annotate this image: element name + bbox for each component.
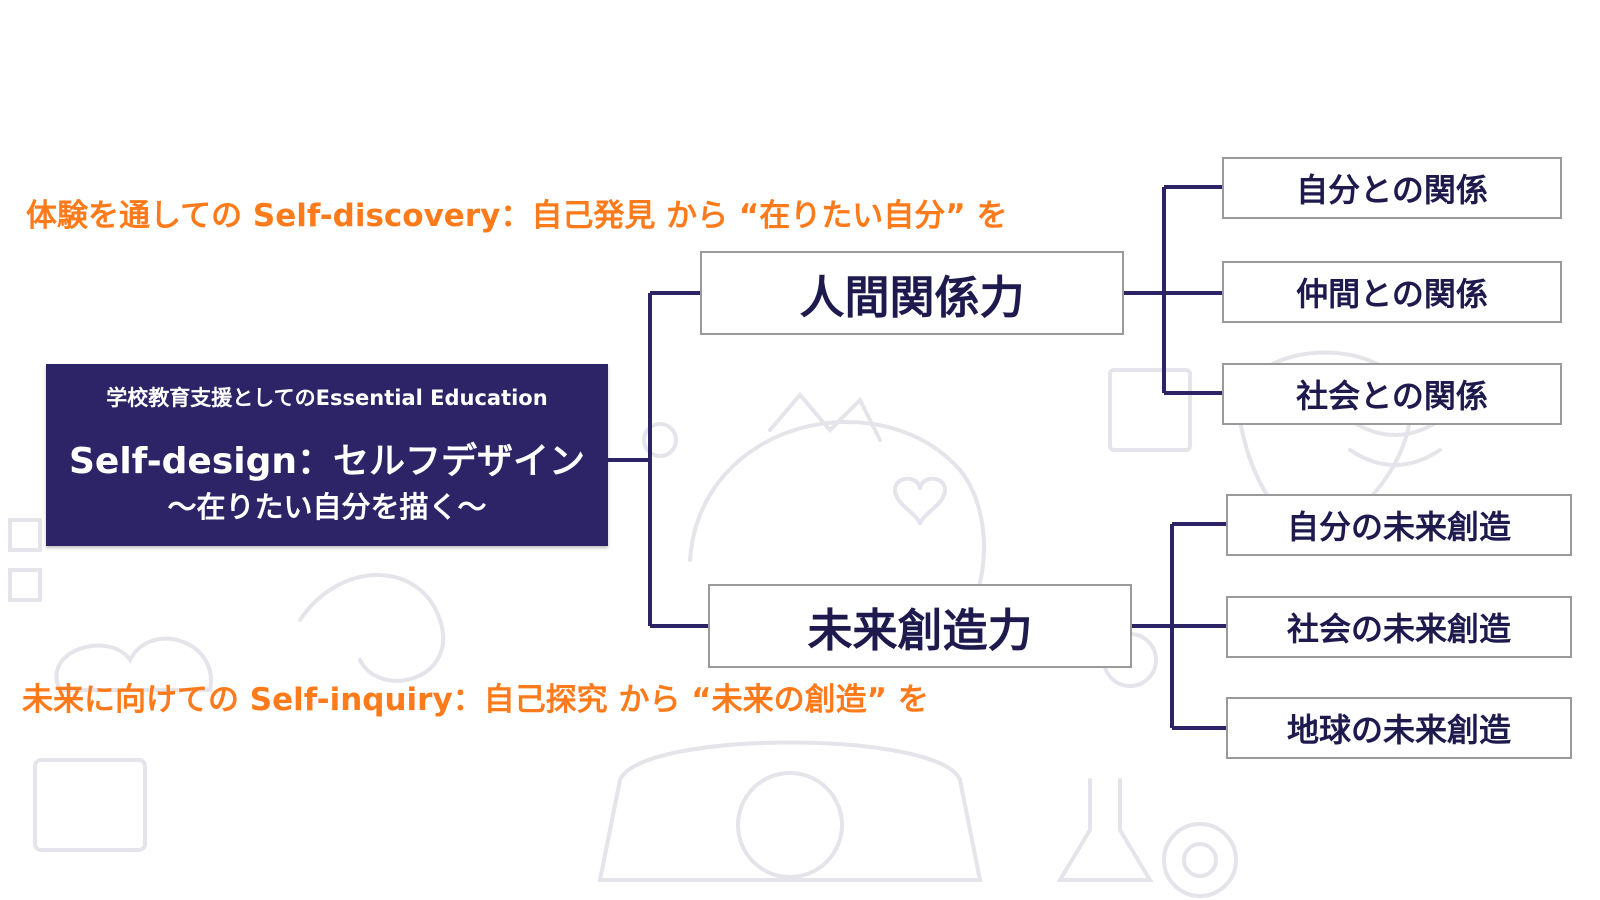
root-title: Self-design：セルフデザイン xyxy=(68,441,585,482)
doodle-swirl xyxy=(298,573,445,683)
node-human-relations: 人間関係力 xyxy=(700,251,1124,335)
root-tagline: 〜在りたい自分を描く〜 xyxy=(167,490,487,524)
doodle-car xyxy=(597,740,983,882)
node-relation-self: 自分との関係 xyxy=(1222,157,1562,219)
doodle-browser-window xyxy=(33,758,147,852)
node-future-society: 社会の未来創造 xyxy=(1226,596,1572,658)
caption-self-discovery: 体験を通しての Self-discovery：自己発見 から “在りたい自分” … xyxy=(26,198,1008,234)
doodle-heart xyxy=(892,476,948,526)
root-subtitle: 学校教育支援としてのEssential Education xyxy=(106,386,548,410)
node-relation-society: 社会との関係 xyxy=(1222,363,1562,425)
doodle-hair xyxy=(768,391,882,442)
doodle-waves xyxy=(1348,418,1442,467)
doodle-compass xyxy=(736,771,844,879)
doodle-document xyxy=(1108,368,1192,452)
doodle-target-inner xyxy=(1182,842,1218,878)
doodle-target xyxy=(1162,822,1238,898)
node-future-earth: 地球の未来創造 xyxy=(1226,697,1572,759)
node-future-self: 自分の未来創造 xyxy=(1226,494,1572,556)
caption-self-inquiry: 未来に向けての Self-inquiry：自己探究 から “未来の創造” を xyxy=(22,682,929,718)
doodle-cloud xyxy=(54,636,213,692)
root-node-self-design: 学校教育支援としてのEssential Education Self-desig… xyxy=(46,364,608,546)
doodle-flask xyxy=(1056,778,1154,882)
doodle-checklist xyxy=(8,518,42,602)
node-future-creation: 未来創造力 xyxy=(708,584,1132,668)
node-relation-peers: 仲間との関係 xyxy=(1222,261,1562,323)
doodle-lightbulb xyxy=(642,422,678,458)
